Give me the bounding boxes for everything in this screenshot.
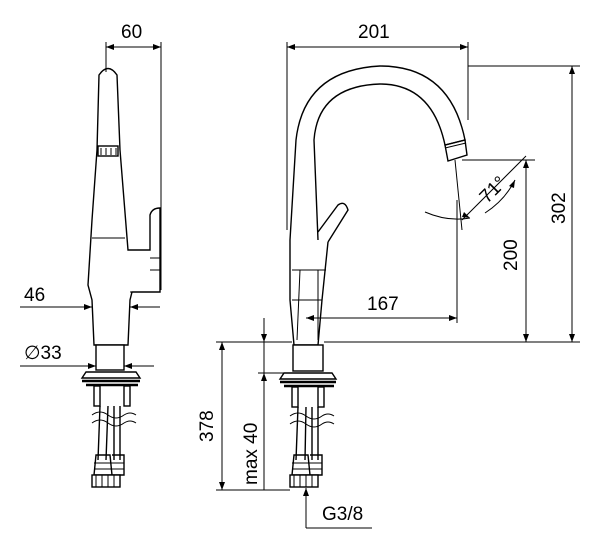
side-width-label: 60 [121,22,142,43]
max-thickness-label: max 40 [241,423,262,485]
spout-angle-label: 71° [476,173,511,208]
front-total-height-label: 302 [549,192,570,224]
side-neck-label: 46 [24,285,45,306]
front-reach-spout-label: 167 [367,294,399,315]
front-reach-total-label: 201 [358,22,390,43]
faucet-side-view-icon [20,42,162,488]
faucet-front-view-icon [216,42,580,529]
thread-label: G3/8 [322,504,363,525]
front-spout-height-label: 200 [501,239,522,271]
below-height-label: 378 [197,410,218,442]
side-base-diameter-label: ∅33 [24,343,62,364]
